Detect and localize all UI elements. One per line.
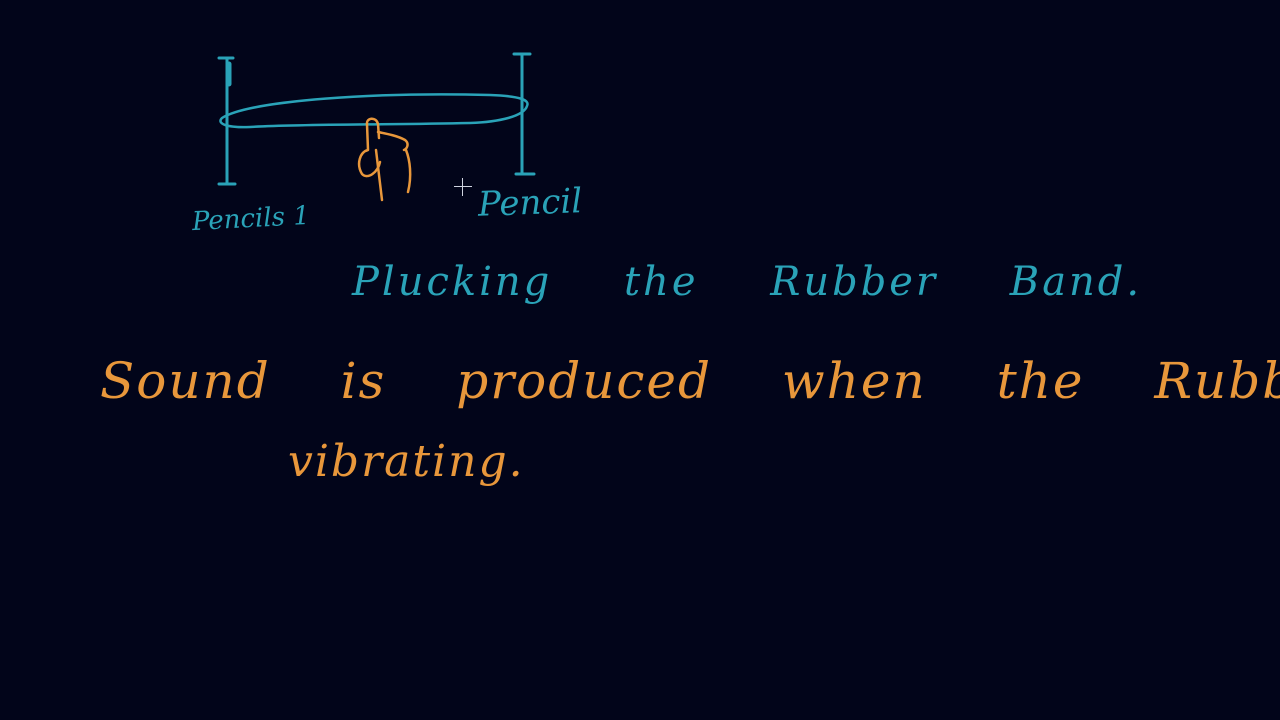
pencil-left [217,56,237,186]
crosshair-cursor-icon [454,178,472,196]
rubber-band [219,93,529,129]
diagram-caption: Plucking the Rubber Band. [352,259,1143,305]
plucking-hand-sketch [357,117,412,202]
note-line-1: Sound is produced when the Rubber is [100,352,1280,410]
note-line-2: vibrating. [288,436,525,487]
pencil-left-label: Pencils 1 [191,200,311,238]
pencil-right-label: Pencil [477,181,583,225]
pencil-right [512,52,536,176]
